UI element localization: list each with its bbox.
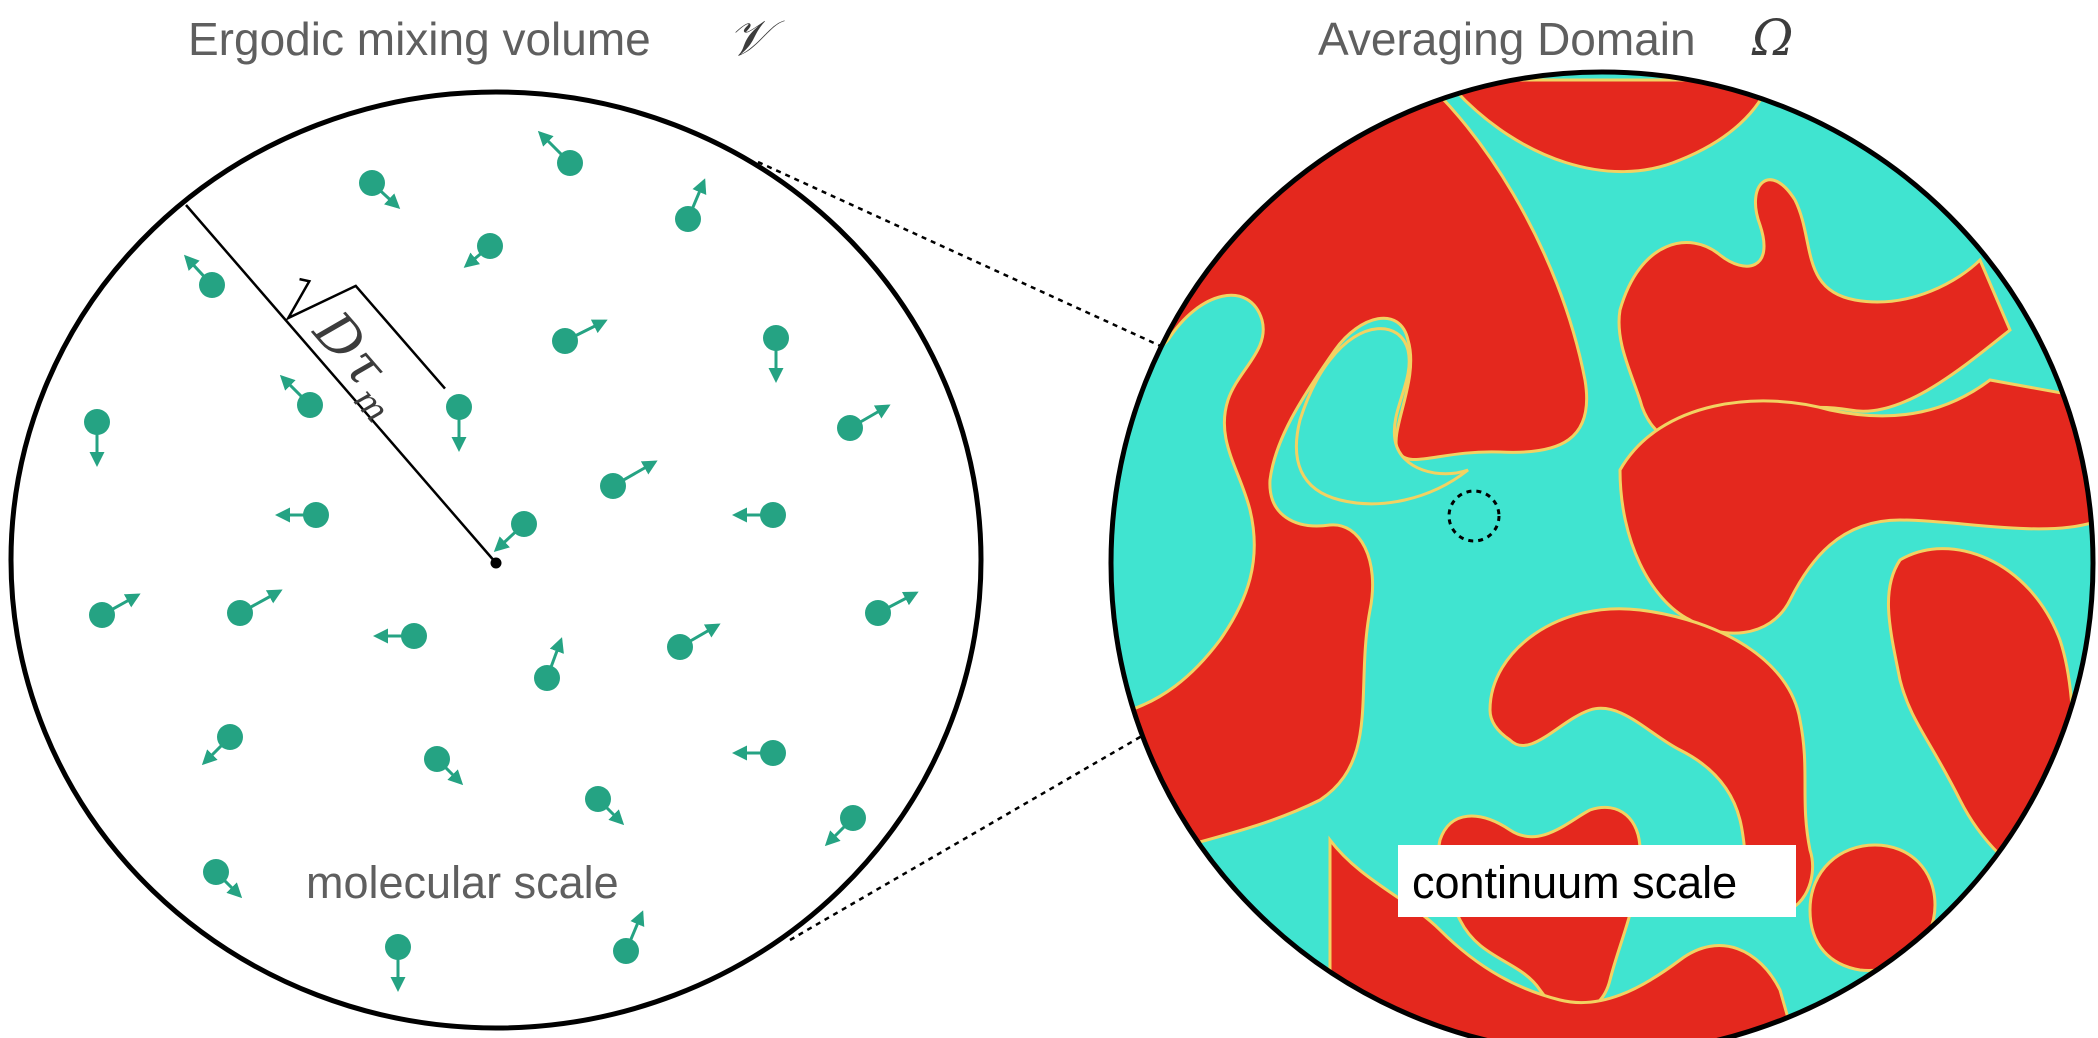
molecule-body — [613, 938, 639, 964]
velocity-arrow — [620, 460, 658, 483]
molecule-body — [837, 415, 863, 441]
velocity-arrow — [183, 254, 207, 279]
molecule-body — [477, 233, 503, 259]
molecule — [763, 325, 789, 383]
molecule-body — [760, 740, 786, 766]
velocity-arrow — [279, 374, 304, 399]
molecule — [865, 591, 919, 626]
right-panel: Averaging Domain Ω — [1108, 9, 2096, 1038]
molecule — [359, 170, 401, 210]
molecule-body — [199, 272, 225, 298]
molecule-body — [760, 502, 786, 528]
molecule — [84, 409, 110, 467]
molecule — [732, 740, 786, 766]
velocity-arrow — [463, 251, 484, 268]
continuum-scale-label: continuum scale — [1412, 857, 1737, 908]
left-panel: Ergodic mixing volume 𝒱 D τ m molecular … — [8, 9, 984, 1031]
velocity-arrow — [604, 805, 625, 826]
molecule-body — [840, 805, 866, 831]
phase-a-region-bottom-right — [1808, 843, 1937, 973]
molecule-body — [667, 634, 693, 660]
molecule-body — [763, 325, 789, 351]
molecule — [732, 502, 786, 528]
molecule — [613, 910, 645, 964]
molecule — [537, 130, 583, 176]
molecule-body — [585, 786, 611, 812]
velocity-arrow — [222, 878, 243, 899]
molecule — [227, 589, 283, 626]
molecule — [201, 724, 243, 766]
averaging-domain-circle — [1108, 69, 2096, 1038]
molecule — [493, 511, 537, 553]
molecular-scale-label: molecular scale — [306, 857, 619, 908]
molecule — [585, 786, 625, 826]
molecule — [675, 178, 707, 232]
molecule — [183, 254, 225, 298]
molecule-body — [297, 392, 323, 418]
molecule — [463, 233, 503, 268]
radius-line — [185, 204, 497, 564]
molecule — [824, 805, 866, 847]
phase-a-region-top — [1453, 78, 1773, 173]
velocity-arrow — [687, 623, 721, 644]
molecule — [279, 374, 323, 418]
velocity-arrow — [443, 765, 464, 786]
molecule-body — [446, 394, 472, 420]
velocity-arrow — [493, 529, 518, 553]
phase-b-inclusion-upper-left — [1294, 327, 1469, 506]
velocity-arrow — [824, 824, 847, 847]
molecule-body — [359, 170, 385, 196]
molecule — [552, 319, 608, 354]
sqrt-symbol — [285, 277, 446, 390]
molecule — [667, 623, 721, 660]
molecule — [600, 460, 658, 499]
molecule — [385, 934, 411, 992]
center-point — [490, 557, 502, 569]
right-panel-title: Averaging Domain — [1318, 13, 1696, 65]
molecule-body — [424, 746, 450, 772]
molecule-body — [84, 409, 110, 435]
molecule — [373, 623, 427, 649]
molecule-body — [385, 934, 411, 960]
molecule-body — [227, 600, 253, 626]
molecule-body — [865, 600, 891, 626]
velocity-arrow — [857, 404, 891, 425]
velocity-arrow — [573, 319, 608, 338]
phase-a-region-left — [1111, 72, 1589, 873]
zoom-origin-circle — [1447, 489, 1501, 543]
velocity-arrow — [248, 589, 283, 610]
molecule — [424, 746, 464, 786]
molecule — [534, 637, 564, 691]
molecules-group — [84, 130, 919, 992]
velocity-arrow — [378, 188, 401, 210]
molecule-body — [203, 859, 229, 885]
molecule-body — [675, 206, 701, 232]
molecule-body — [217, 724, 243, 750]
molecule — [446, 394, 472, 452]
molecule-body — [600, 473, 626, 499]
averaging-domain-symbol: Ω — [1751, 9, 1793, 67]
molecule-body — [89, 602, 115, 628]
left-panel-title: Ergodic mixing volume — [188, 13, 651, 65]
velocity-arrow — [549, 637, 564, 670]
molecule — [203, 859, 243, 899]
mixing-volume-symbol: 𝒱 — [728, 9, 785, 67]
velocity-arrow — [110, 593, 141, 612]
molecule-body — [511, 511, 537, 537]
molecule-body — [401, 623, 427, 649]
velocity-arrow — [201, 743, 224, 766]
molecule — [837, 404, 891, 441]
velocity-arrow — [886, 591, 919, 610]
molecule-body — [552, 328, 578, 354]
molecule-body — [303, 502, 329, 528]
molecule — [89, 593, 141, 628]
molecule-body — [534, 665, 560, 691]
molecule — [275, 502, 329, 528]
velocity-arrow — [537, 130, 564, 157]
velocity-arrow — [690, 178, 707, 211]
velocity-arrow — [628, 910, 645, 943]
molecule-body — [557, 150, 583, 176]
continuum-scale-label-box — [1398, 845, 1796, 917]
